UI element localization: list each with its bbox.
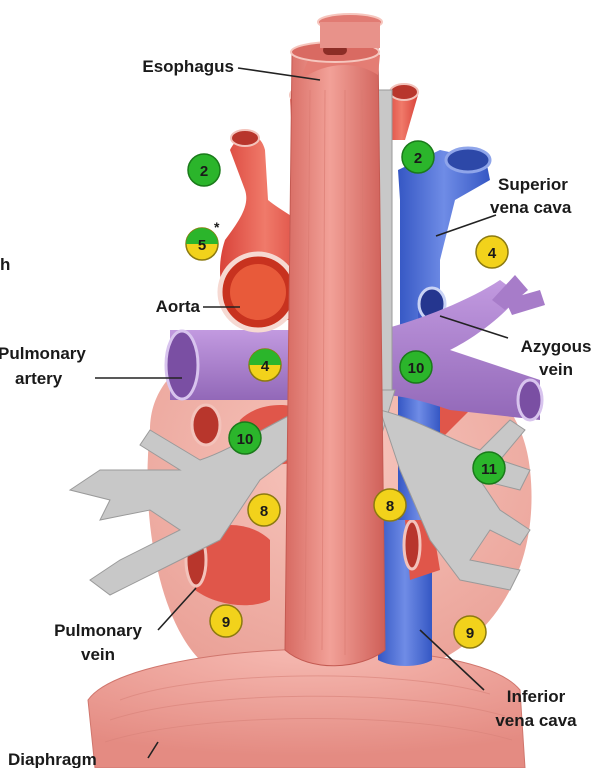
station-left-2: 2 [188, 154, 220, 186]
station-number: 10 [408, 360, 425, 377]
station-right-2: 2 [402, 141, 434, 173]
station-number: 11 [481, 461, 497, 478]
station-left-10: 10 [229, 422, 261, 454]
station-number: 2 [414, 150, 422, 167]
label-azygous-vein-2: vein [539, 360, 573, 379]
label-superior-vena-cava-1: Superior [498, 175, 568, 194]
esophagus [285, 14, 385, 666]
label-cut-off-h: h [0, 255, 10, 274]
station-right-10: 10 [400, 351, 432, 383]
station-number: 4 [488, 245, 497, 262]
label-pulmonary-vein-1: Pulmonary [54, 621, 142, 640]
station-number: 4 [261, 358, 270, 375]
station-left-5: 5 * [186, 219, 220, 260]
label-pulmonary-artery-2: artery [15, 369, 63, 388]
station-left-4: 4 [249, 349, 281, 381]
label-esophagus: Esophagus [142, 57, 234, 76]
label-inferior-vena-cava-2: vena cava [495, 711, 577, 730]
station-number: 8 [260, 503, 268, 520]
station-number: 9 [466, 625, 474, 642]
station-number: 5 [198, 237, 206, 254]
label-inferior-vena-cava-1: Inferior [507, 687, 566, 706]
label-superior-vena-cava-2: vena cava [490, 198, 572, 217]
station-right-11: 11 [473, 452, 505, 484]
label-pulmonary-vein-2: vein [81, 645, 115, 664]
station-right-8: 8 [374, 489, 406, 521]
station-number: 2 [200, 163, 208, 180]
station-right-4: 4 [476, 236, 508, 268]
label-aorta: Aorta [156, 297, 201, 316]
label-pulmonary-artery-1: Pulmonary [0, 344, 86, 363]
label-azygous-vein-1: Azygous [521, 337, 592, 356]
asterisk: * [214, 219, 220, 235]
station-number: 8 [386, 498, 394, 515]
station-left-9: 9 [210, 605, 242, 637]
label-diaphragm: Diaphragm [8, 750, 97, 768]
station-right-9: 9 [454, 616, 486, 648]
station-left-8: 8 [248, 494, 280, 526]
station-number: 9 [222, 614, 230, 631]
station-number: 10 [237, 431, 254, 448]
